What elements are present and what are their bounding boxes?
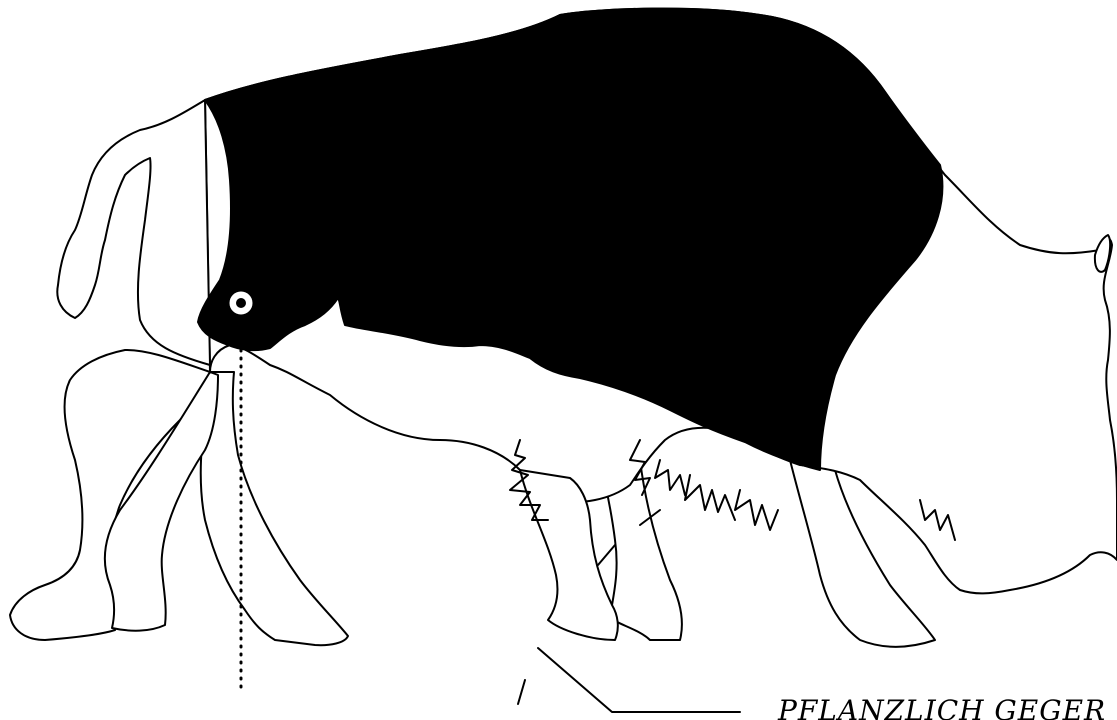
leader-tick xyxy=(518,680,525,704)
tail xyxy=(57,100,210,365)
target-dot-icon xyxy=(230,292,252,314)
annotation-label: PFLANZLICH GEGER xyxy=(777,694,1106,720)
leader-line xyxy=(538,648,740,712)
far-hind-leg xyxy=(201,372,348,645)
